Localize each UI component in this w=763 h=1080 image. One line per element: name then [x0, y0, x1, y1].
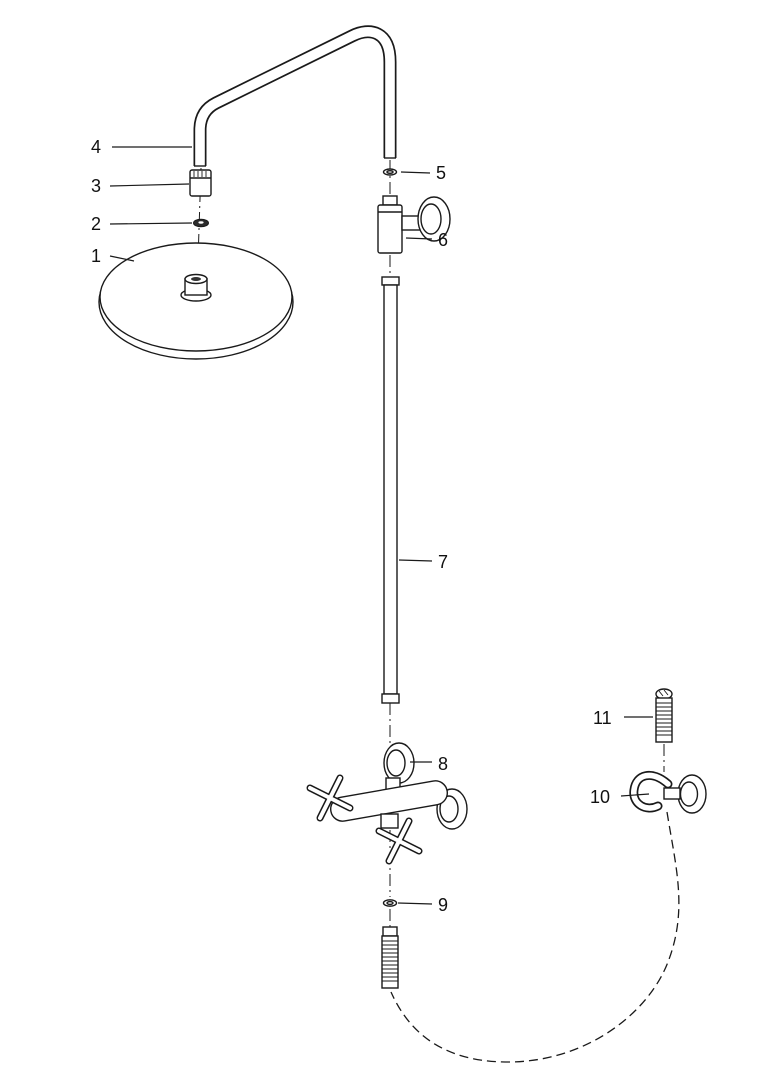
part-label-5: 5 [436, 163, 446, 183]
part-label-2: 2 [91, 214, 101, 234]
mixer-flange-upper-inner [386, 749, 406, 777]
leader-9 [397, 902, 433, 905]
leader-10 [620, 793, 650, 797]
part-label-9: 9 [438, 895, 448, 915]
part-label-7: 7 [438, 552, 448, 572]
part-label-8: 8 [438, 754, 448, 774]
hose-connector-bottom [381, 926, 399, 989]
shower-arm [193, 25, 397, 167]
union-top-nub [382, 195, 398, 206]
leader-1 [109, 255, 135, 262]
cross-handle-right [375, 817, 423, 865]
part-label-6: 6 [438, 230, 448, 250]
riser-pipe [381, 276, 400, 704]
leader-5 [400, 171, 431, 174]
mixer-outlet [380, 813, 399, 829]
union-flange-inner [420, 203, 442, 235]
mixer-flange-lower-inner [439, 795, 459, 823]
hand-shower-holder [629, 771, 707, 814]
part-label-1: 1 [91, 246, 101, 266]
part-label-4: 4 [91, 137, 101, 157]
cross-handle-left [306, 774, 354, 822]
rain-shower-head [98, 242, 294, 360]
hose-ferrule [381, 935, 399, 989]
hub-ring [191, 277, 201, 281]
mixer-body [330, 780, 448, 822]
part-label-3: 3 [91, 176, 101, 196]
riser-collar-top [381, 276, 400, 286]
wall-union-tee [377, 195, 451, 254]
riser-body [383, 284, 398, 695]
arm-connector-sleeve [189, 169, 212, 197]
leader-3 [109, 183, 190, 187]
hose-nut [382, 926, 398, 937]
leader-lines [109, 146, 653, 905]
union-washer [382, 168, 398, 176]
mixer-valve [306, 742, 468, 865]
hose-nipple [655, 688, 673, 743]
gasket-washer [193, 218, 209, 228]
riser-collar-bottom [381, 693, 400, 704]
part-labels: 4 3 2 1 5 6 7 8 9 11 10 [91, 137, 612, 915]
leader-6 [405, 237, 433, 240]
leader-2 [109, 222, 193, 225]
outlet-washer [382, 899, 398, 907]
hand-shower-hose-curve [390, 811, 680, 1063]
holder-flange-inner [679, 781, 699, 807]
part-label-10: 10 [590, 787, 610, 807]
leader-7 [398, 559, 433, 562]
part-label-11: 11 [593, 708, 612, 728]
holder-arm [663, 787, 681, 800]
